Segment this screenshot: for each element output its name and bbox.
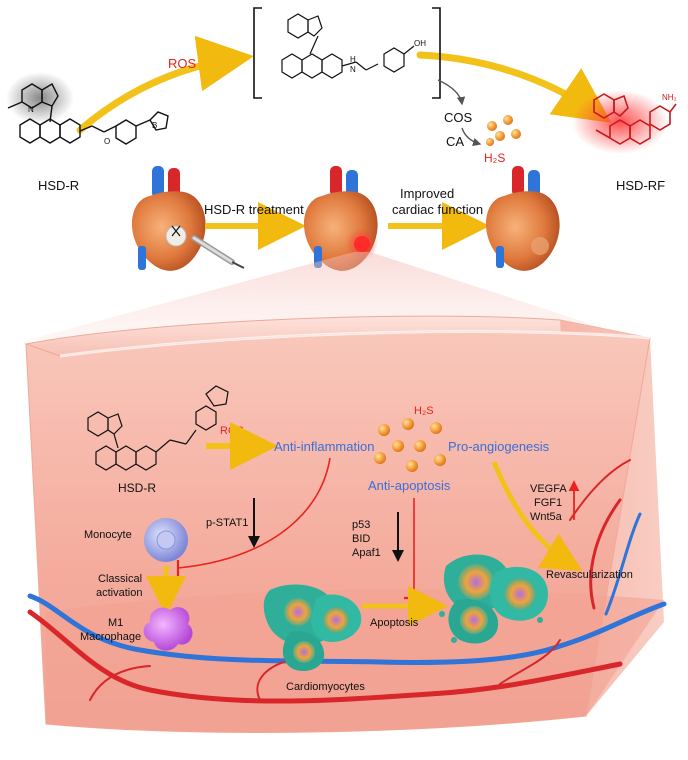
cos-release-arrow — [437, 79, 466, 106]
hsd-rf-molecule — [572, 90, 677, 154]
fgf1-label: FGF1 — [534, 497, 562, 509]
h2s-spheres-top — [486, 115, 521, 146]
angiogenesis-arrow — [491, 461, 583, 572]
syringe-icon — [191, 235, 245, 269]
treatment-label: HSD-R treatment — [204, 202, 304, 217]
cos-label: COS — [444, 110, 473, 125]
m1-label-line1: M1 — [108, 617, 123, 629]
anti-inflammation-label: Anti-inflammation — [274, 439, 374, 454]
bid-label: BID — [352, 533, 370, 545]
o-label: O — [104, 137, 110, 146]
cardiomyocytes-label: Cardiomyocytes — [286, 681, 365, 693]
ros-arc-arrow — [76, 35, 254, 134]
improved-label-line2: cardiac function — [392, 202, 483, 217]
heart-healed — [485, 166, 560, 271]
release-arc-arrow — [416, 51, 612, 123]
classical-label-line1: Classical — [98, 573, 142, 585]
wnt5a-label: Wnt5a — [530, 511, 563, 523]
p53-label: p53 — [352, 519, 370, 531]
monocyte-cell — [144, 518, 188, 562]
ros-label-box: ROS — [220, 425, 244, 437]
hsd-r-label-top: HSD-R — [38, 178, 79, 193]
pro-angiogenesis-label: Pro-angiogenesis — [448, 439, 550, 454]
vegfa-label: VEGFA — [530, 483, 567, 495]
anti-apoptosis-label: Anti-apoptosis — [368, 478, 451, 493]
hsd-r-molecule-top: N B O — [6, 72, 169, 146]
n-plus-label: N — [28, 105, 34, 114]
ca-label: CA — [446, 134, 464, 149]
cardiomyocyte-cluster — [263, 584, 362, 672]
hsd-r-molecule-box — [87, 385, 229, 471]
inflammation-inhibit-line — [177, 457, 331, 569]
tissue-box — [24, 315, 664, 733]
nh-label: H — [350, 55, 356, 64]
m1-macrophage-cell — [143, 607, 193, 651]
nh2-label: NH₂ — [662, 93, 677, 102]
p-stat1-label: p-STAT1 — [206, 517, 248, 529]
h2s-label-box: H₂S — [414, 405, 434, 417]
apoptosis-label: Apoptosis — [370, 617, 419, 629]
classical-label-line2: activation — [96, 587, 142, 599]
h2s-spheres-box — [374, 418, 446, 472]
n-label-intermediate: N — [350, 65, 356, 74]
improved-label-line1: Improved — [400, 186, 454, 201]
blood-vessels — [27, 459, 667, 704]
b-label: B — [152, 121, 157, 130]
ca-arrow — [461, 127, 482, 147]
monocyte-label: Monocyte — [84, 529, 132, 541]
ros-label-top: ROS — [168, 56, 197, 71]
oh-label: OH — [414, 39, 426, 48]
intermediate-molecule — [281, 13, 415, 79]
m1-label-line2: Macrophage — [80, 631, 141, 643]
apoptotic-cell-cluster — [439, 554, 548, 644]
revascularization-label: Revascularization — [546, 569, 633, 581]
apaf1-label: Apaf1 — [352, 547, 381, 559]
hsd-r-label-box: HSD-R — [118, 481, 156, 495]
intermediate-bracket — [253, 7, 441, 99]
heart-untreated — [131, 166, 206, 271]
h2s-label-top: H₂S — [484, 151, 505, 165]
hsd-rf-label: HSD-RF — [616, 178, 665, 193]
